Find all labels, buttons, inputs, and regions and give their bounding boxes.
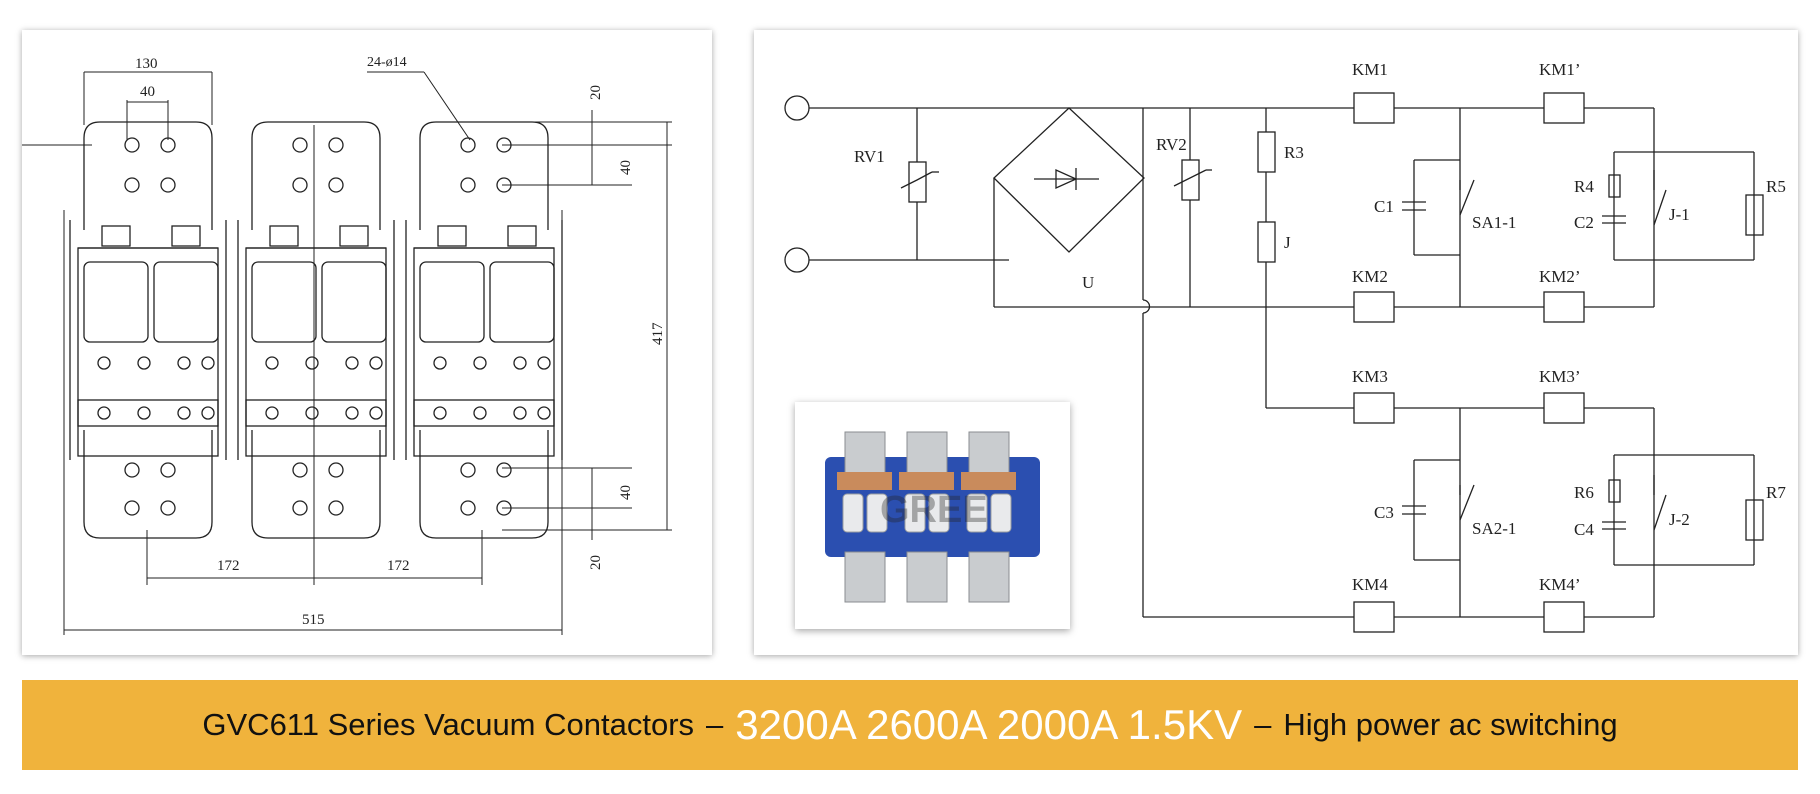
contactor-photo-illustration: GREE (825, 431, 1040, 603)
banner-series-name: GVC611 Series Vacuum Contactors (202, 707, 695, 742)
label-j1: J-1 (1669, 205, 1690, 224)
dim-515-label: 515 (302, 612, 325, 628)
dim-20-bottom-label: 20 (588, 555, 604, 570)
mounting-hole (460, 177, 476, 193)
mounting-hole (160, 177, 176, 193)
dim-20-top-label: 20 (588, 85, 604, 100)
mounting-hole (328, 500, 344, 516)
label-r6: R6 (1574, 483, 1594, 502)
pole-top-terminal (83, 121, 213, 230)
label-sa2: SA2-1 (1472, 519, 1516, 538)
mounting-hole (160, 462, 176, 478)
label-km4p: KM4’ (1539, 575, 1581, 594)
input-terminal-top (784, 95, 810, 121)
label-r7: R7 (1766, 483, 1786, 502)
mounting-hole (160, 500, 176, 516)
label-r4: R4 (1574, 177, 1594, 196)
label-c1: C1 (1374, 197, 1394, 216)
vacuum-interrupter (153, 261, 219, 343)
mounting-hole (292, 177, 308, 193)
mounting-hole (460, 137, 476, 153)
label-u: U (1082, 273, 1094, 292)
pole-top-terminal (419, 121, 549, 230)
mounting-hole (496, 462, 512, 478)
label-c2: C2 (1574, 213, 1594, 232)
label-km1: KM1 (1352, 60, 1388, 79)
circuit-diagram: RV1 RV2 U R3 J KM1 KM1’ C1 SA1-1 R4 C2 J… (784, 60, 1786, 633)
banner-separator-1: – (706, 707, 724, 742)
label-rv2: RV2 (1156, 135, 1187, 154)
product-title-banner: GVC611 Series Vacuum Contactors – 3200A … (22, 680, 1798, 770)
vacuum-interrupter (419, 261, 485, 343)
dimension-drawing: 24-ø14 130 40 20 40 417 40 20 172 172 51… (22, 55, 672, 635)
label-j: J (1284, 233, 1291, 252)
mounting-hole (160, 137, 176, 153)
hole-spec-label: 24-ø14 (367, 55, 407, 70)
label-km2: KM2 (1352, 267, 1388, 286)
mounting-hole (460, 462, 476, 478)
input-terminal-bottom (784, 247, 810, 273)
mounting-hole (124, 500, 140, 516)
dim-172-right-label: 172 (387, 558, 410, 574)
mounting-hole (328, 177, 344, 193)
label-r5: R5 (1766, 177, 1786, 196)
pole-bottom-terminal (419, 430, 549, 539)
banner-separator-2: – (1254, 707, 1272, 742)
label-sa1: SA1-1 (1472, 213, 1516, 232)
label-km2p: KM2’ (1539, 267, 1581, 286)
mounting-hole (292, 462, 308, 478)
circuit-diagram-panel: RV1 RV2 U R3 J KM1 KM1’ C1 SA1-1 R4 C2 J… (754, 30, 1798, 655)
mounting-hole (124, 177, 140, 193)
banner-ratings: 3200A 2600A 2000A 1.5KV (735, 701, 1243, 748)
mounting-hole (292, 137, 308, 153)
vacuum-interrupter (489, 261, 555, 343)
label-j2: J-2 (1669, 510, 1690, 529)
label-r3: R3 (1284, 143, 1304, 162)
mounting-hole (328, 462, 344, 478)
label-km3: KM3 (1352, 367, 1388, 386)
photo-watermark: GREE (880, 489, 988, 531)
product-photo: GREE (795, 402, 1070, 629)
label-rv1: RV1 (854, 147, 885, 166)
dim-40-top-label: 40 (140, 84, 155, 100)
pole-bottom-terminal (83, 430, 213, 539)
label-km4: KM4 (1352, 575, 1388, 594)
label-c3: C3 (1374, 503, 1394, 522)
mounting-hole (292, 500, 308, 516)
label-c4: C4 (1574, 520, 1594, 539)
vacuum-interrupter (83, 261, 149, 343)
vacuum-interrupter (251, 261, 317, 343)
label-km1p: KM1’ (1539, 60, 1581, 79)
dim-40-right-label: 40 (618, 160, 634, 175)
dim-40-bottom-label: 40 (618, 485, 634, 500)
dimension-drawing-panel: 24-ø14 130 40 20 40 417 40 20 172 172 51… (22, 30, 712, 655)
dim-172-left-label: 172 (217, 558, 240, 574)
dim-417-label: 417 (650, 322, 666, 345)
dim-130-label: 130 (135, 56, 158, 72)
pole-top-terminal (251, 121, 381, 230)
mounting-hole (124, 462, 140, 478)
label-km3p: KM3’ (1539, 367, 1581, 386)
pole-bottom-terminal (251, 430, 381, 539)
mounting-hole (328, 137, 344, 153)
mounting-hole (460, 500, 476, 516)
mounting-hole (124, 137, 140, 153)
vacuum-interrupter (321, 261, 387, 343)
banner-tagline: High power ac switching (1283, 707, 1618, 742)
